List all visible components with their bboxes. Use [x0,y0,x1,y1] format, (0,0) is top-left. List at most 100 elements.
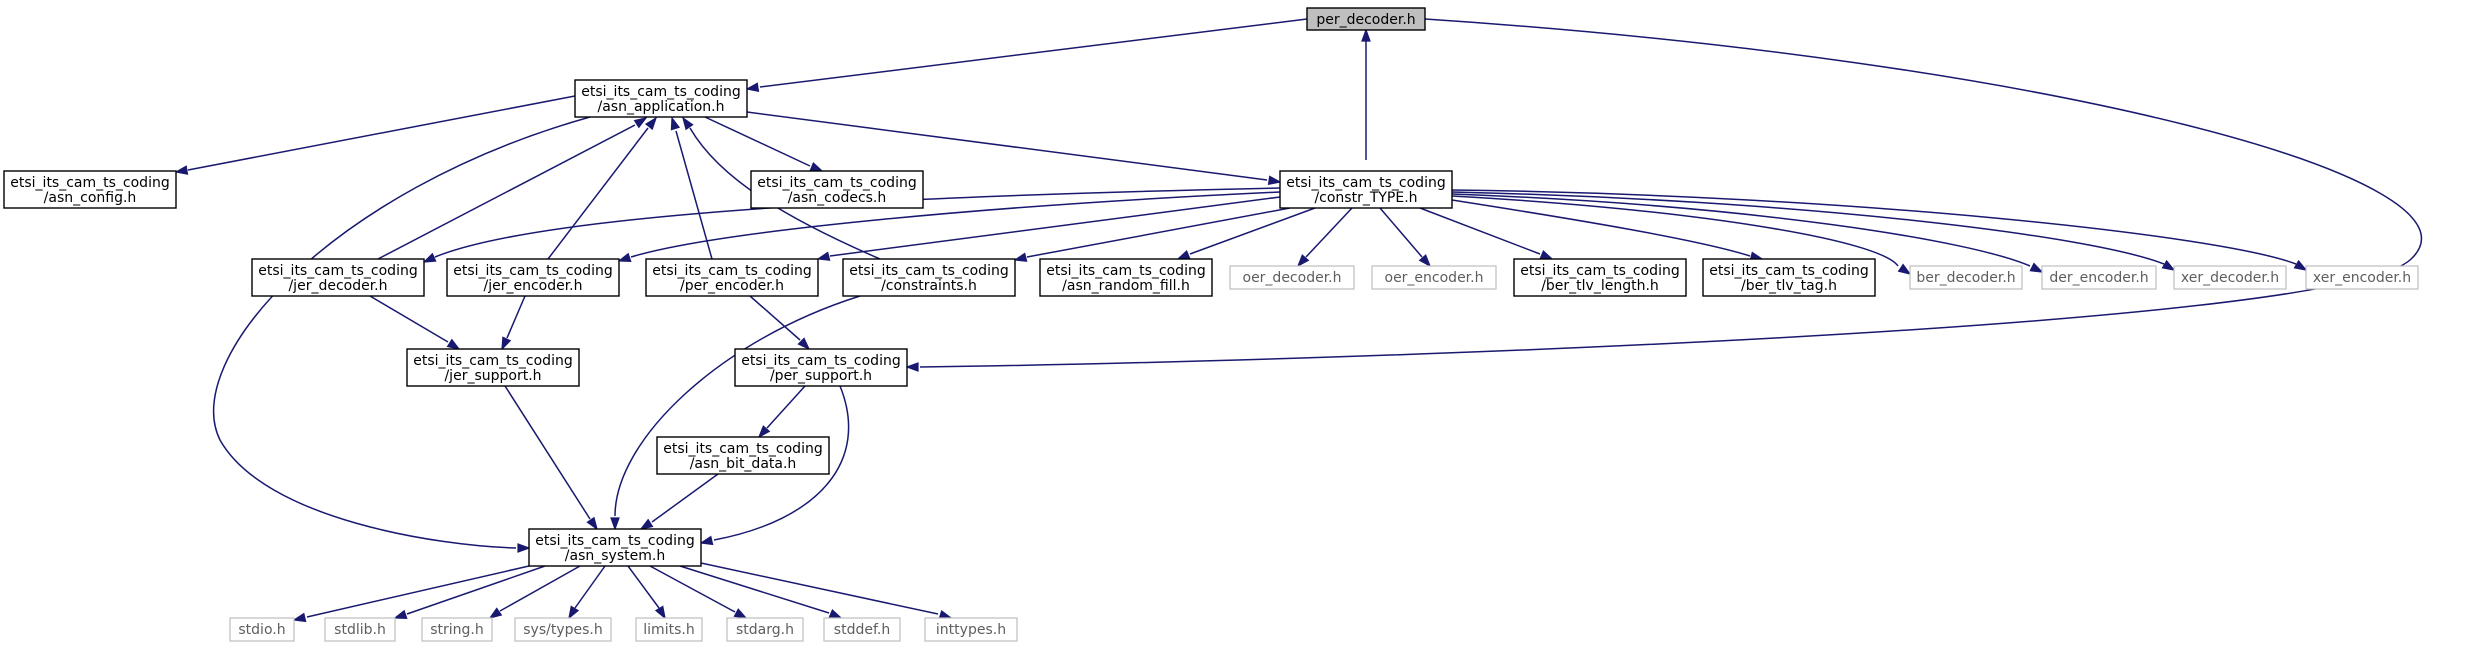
node-label: oer_encoder.h [1385,270,1484,286]
node-label: etsi_its_cam_ts_coding [663,441,822,457]
node-stddef[interactable]: stddef.h [823,617,901,642]
edge-arrowhead [699,535,714,546]
node-asn-system[interactable]: etsi_its_cam_ts_coding /asn_system.h [528,528,702,567]
node-label: /asn_codecs.h [788,190,887,206]
edge-asn-system-to-string [488,565,581,620]
node-label: /jer_support.h [444,368,541,384]
edge-line [749,295,801,341]
edge-asn-system-to-sys-types [568,565,606,620]
node-label: etsi_its_cam_ts_coding [581,84,740,100]
node-label: etsi_its_cam_ts_coding [1709,263,1868,279]
node-constraints[interactable]: etsi_its_cam_ts_coding /constraints.h [842,258,1016,297]
node-constr-type[interactable]: etsi_its_cam_ts_coding /constr_TYPE.h [1279,170,1453,209]
node-asn-codecs[interactable]: etsi_its_cam_ts_coding /asn_codecs.h [750,170,924,209]
node-xer-encoder[interactable]: xer_encoder.h [2305,265,2419,290]
edge-arrowhead [809,162,824,172]
edge-line [627,565,660,609]
edge-arrowhead [828,609,843,619]
edge-constr-type-to-oer-decoder [1296,207,1353,268]
edge-line [499,565,581,612]
node-stdarg[interactable]: stdarg.h [726,617,804,642]
edge-line [406,565,546,615]
node-stdlib[interactable]: stdlib.h [324,617,396,642]
node-ber-decoder[interactable]: ber_decoder.h [1909,265,2023,290]
edge-arrowhead [446,338,461,350]
node-per-encoder[interactable]: etsi_its_cam_ts_coding /per_encoder.h [645,258,819,297]
node-label: etsi_its_cam_ts_coding [1520,263,1679,279]
node-jer-encoder[interactable]: etsi_its_cam_ts_coding /jer_encoder.h [446,258,620,297]
node-inttypes[interactable]: inttypes.h [924,617,1018,642]
edge-arrowhead [568,605,580,620]
node-label: oer_decoder.h [1243,270,1342,286]
edge-line [212,116,591,549]
edge-arrowhead [1176,250,1191,260]
node-label: stdio.h [238,622,285,638]
node-asn-application[interactable]: etsi_its_cam_ts_coding /asn_application.… [574,79,748,118]
node-asn-config[interactable]: etsi_its_cam_ts_coding /asn_config.h [3,170,177,209]
node-label: sys/types.h [523,622,602,638]
edge-asn-system-to-limits [627,565,666,620]
edge-asn-system-to-stdarg [649,565,748,619]
node-jer-decoder[interactable]: etsi_its_cam_ts_coding /jer_decoder.h [251,258,425,297]
node-label: ber_decoder.h [1916,270,2015,286]
node-jer-support[interactable]: etsi_its_cam_ts_coding /jer_support.h [406,348,580,387]
edge-arrowhead [1361,28,1371,42]
node-label: etsi_its_cam_ts_coding [741,353,900,369]
edge-line [649,565,736,613]
edge-arrowhead [745,82,760,93]
edge-line [574,565,606,609]
node-label: etsi_its_cam_ts_coding [652,263,811,279]
edge-line [829,196,1281,257]
node-stdio[interactable]: stdio.h [229,617,295,642]
node-label: stdarg.h [736,622,794,638]
edge-constr-type-to-xer-decoder [1451,191,2176,271]
node-label: string.h [430,622,484,638]
edge-constr-type-to-der-encoder [1451,193,2044,273]
edge-constr-type-to-ber-decoder [1451,195,1912,275]
edge-line [675,130,713,260]
edge-line [1451,199,1751,257]
node-label: limits.h [643,622,694,638]
edge-line [504,385,591,520]
node-asn-bit-data[interactable]: etsi_its_cam_ts_coding /asn_bit_data.h [656,436,830,475]
edge-per-decoder-to-asn-application [745,18,1308,93]
edge-line [1305,207,1353,258]
edge-asn-system-to-stddef [679,565,843,619]
node-label: inttypes.h [936,622,1006,638]
edge-line [306,565,530,618]
node-oer-decoder[interactable]: oer_decoder.h [1229,265,1355,290]
edge-line [547,127,649,260]
node-label: etsi_its_cam_ts_coding [453,263,612,279]
edge-jer-encoder-to-jer-support [501,295,526,351]
node-label: per_decoder.h [1316,12,1415,28]
edge-line [759,18,1308,88]
node-per-support[interactable]: etsi_its_cam_ts_coding /per_support.h [734,348,908,387]
node-label: etsi_its_cam_ts_coding [849,263,1008,279]
node-per-decoder[interactable]: per_decoder.h [1306,7,1426,31]
edge-arrowhead [2029,262,2044,273]
node-limits[interactable]: limits.h [635,617,703,642]
edge-asn-system-to-stdio [292,565,530,623]
node-ber-tlv-tag[interactable]: etsi_its_cam_ts_coding /ber_tlv_tag.h [1702,258,1876,297]
node-label: etsi_its_cam_ts_coding [413,353,572,369]
edge-line [700,562,939,615]
edge-asn-system-to-stdlib [393,565,546,619]
edge-constr-type-to-xer-encoder [1451,189,2308,271]
edge-per-decoder-to-per-support [905,18,2423,372]
edge-constr-type-to-oer-encoder [1379,207,1432,268]
node-oer-encoder[interactable]: oer_encoder.h [1371,265,1497,290]
edge-line [630,191,1281,258]
node-string[interactable]: string.h [421,617,493,642]
node-sys-types[interactable]: sys/types.h [514,617,612,642]
edge-arrowhead [393,609,408,619]
node-der-encoder[interactable]: der_encoder.h [2041,265,2157,290]
node-label: stddef.h [834,622,890,638]
node-xer-decoder[interactable]: xer_decoder.h [2173,265,2287,290]
node-ber-tlv-length[interactable]: etsi_its_cam_ts_coding /ber_tlv_length.h [1513,258,1687,297]
edge-per-support-to-asn-system [699,385,850,546]
node-asn-random-fill[interactable]: etsi_its_cam_ts_coding /asn_random_fill.… [1039,258,1213,297]
edge-line [1189,207,1316,255]
node-label: /jer_decoder.h [288,278,387,294]
node-label: /ber_tlv_length.h [1541,278,1659,294]
edge-arrowhead [905,362,919,372]
